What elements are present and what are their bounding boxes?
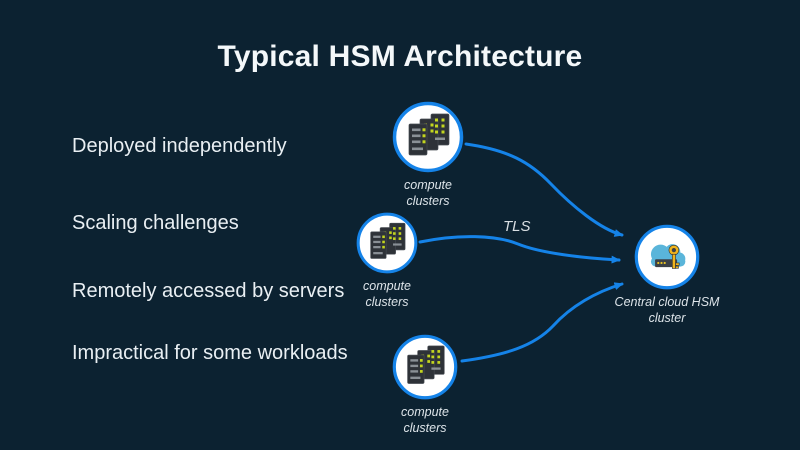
- compute-cluster-label: compute clusters: [401, 405, 449, 436]
- compute-cluster-label: compute clusters: [404, 178, 452, 209]
- compute-cluster-node-2: compute clusters: [356, 212, 418, 309]
- arrow-top-cluster-to-hsm: [464, 142, 624, 237]
- bullet-impractical-workloads: Impractical for some workloads: [72, 342, 348, 364]
- bullet-deployed-independently: Deployed independently: [72, 135, 287, 157]
- cloud-key-icon: [634, 224, 700, 290]
- arrow-middle-cluster-to-hsm: [418, 235, 621, 264]
- server-stack-icon: [392, 334, 458, 400]
- compute-cluster-node-1: compute clusters: [392, 101, 464, 208]
- compute-cluster-label: compute clusters: [363, 279, 411, 310]
- slide-title: Typical HSM Architecture: [217, 40, 583, 73]
- server-stack-icon: [392, 101, 464, 173]
- arrow-bottom-cluster-to-hsm: [460, 282, 624, 363]
- bullet-remotely-accessed: Remotely accessed by servers: [72, 280, 345, 302]
- tls-label: TLS: [503, 218, 531, 235]
- central-hsm-node: Central cloud HSM cluster: [615, 224, 719, 325]
- bullet-scaling-challenges: Scaling challenges: [72, 212, 239, 234]
- central-hsm-label: Central cloud HSM cluster: [614, 295, 720, 326]
- compute-cluster-node-3: compute clusters: [392, 334, 458, 435]
- server-stack-icon: [356, 212, 418, 274]
